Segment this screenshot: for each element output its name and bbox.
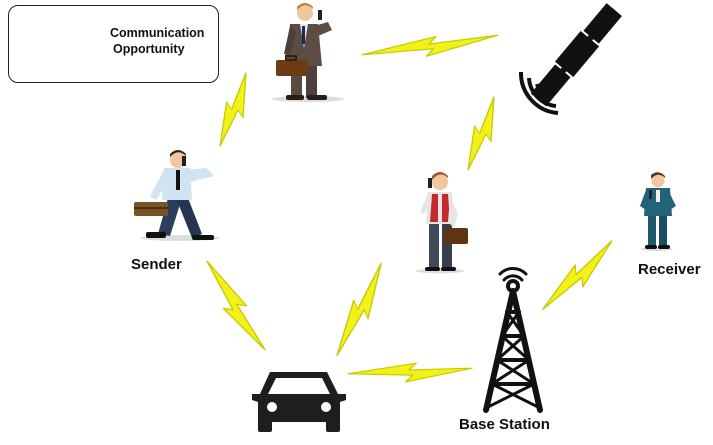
legend-label-line2: Opportunity	[113, 42, 185, 56]
legend-label: Communication Opportunity	[110, 25, 218, 57]
businessman-walking-phone-icon	[134, 150, 220, 241]
man-red-vest-on-phone-icon	[416, 172, 468, 274]
base-station-label: Base Station	[459, 416, 550, 433]
car-icon	[252, 372, 346, 432]
satellite-icon	[530, 3, 622, 107]
link-topman-satellite-bolt	[360, 31, 500, 62]
legend-label-line1: Communication	[110, 26, 205, 40]
radio-tower-icon	[483, 267, 543, 413]
link-sender-car-bolt	[200, 253, 269, 359]
link-middleman-car-bolt	[323, 260, 398, 360]
legend: Communication Opportunity	[8, 5, 219, 83]
link-car-basestation-bolt	[347, 360, 473, 385]
link-sender-topman-bolt	[206, 70, 263, 150]
satellite-signal-waves-icon	[518, 71, 559, 115]
link-middleman-satellite-bolt	[454, 94, 511, 174]
man-on-phone-icon	[640, 172, 676, 251]
businessman-on-phone-icon	[272, 3, 344, 102]
receiver-label: Receiver	[638, 261, 701, 278]
link-basestation-receiver-bolt	[532, 237, 624, 316]
sender-label: Sender	[131, 256, 182, 273]
